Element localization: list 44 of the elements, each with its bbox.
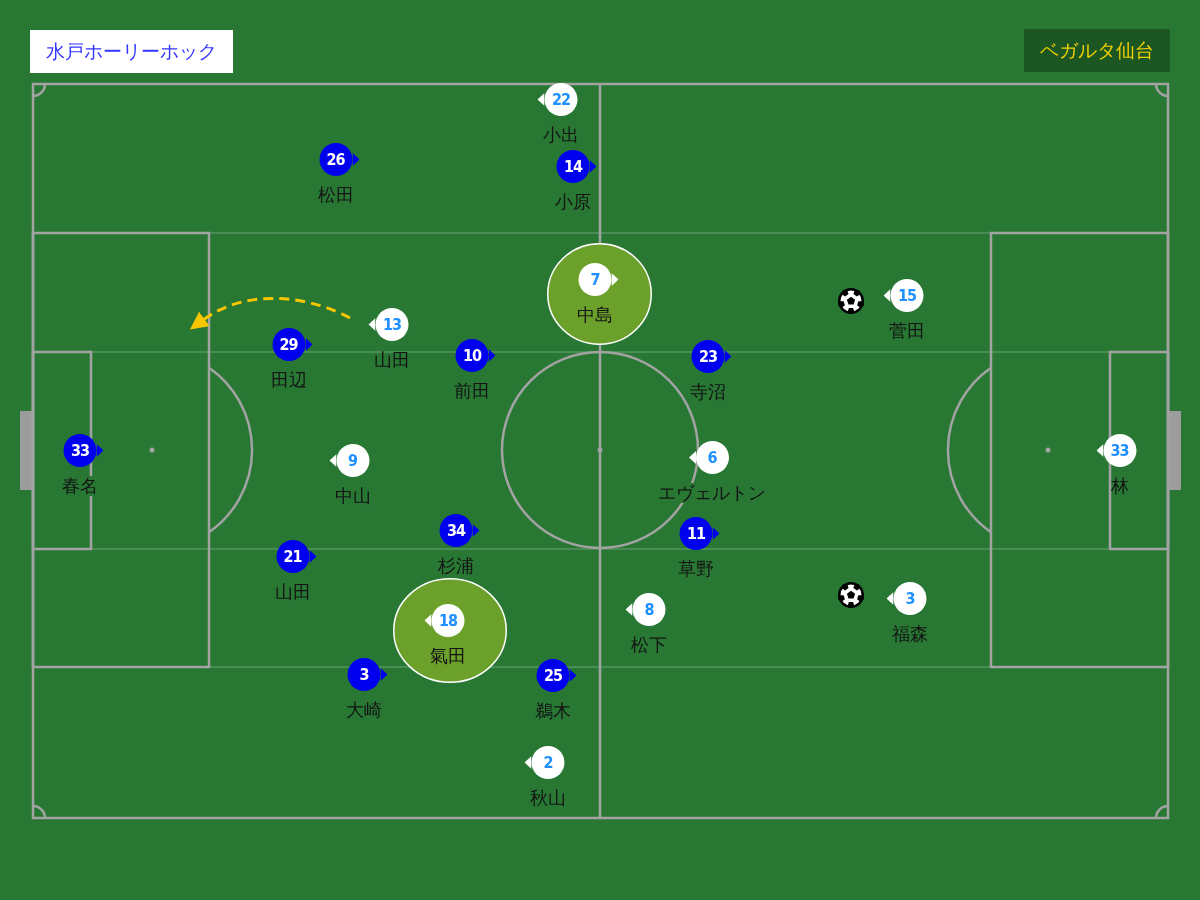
player-name: 大崎 [346, 699, 382, 720]
jersey-number: 29 [272, 327, 305, 361]
jersey-number: 10 [455, 339, 489, 372]
jersey-number: 9 [336, 443, 369, 477]
player-name: 氣田 [430, 646, 466, 666]
player-name: 松下 [631, 634, 667, 655]
jersey-number: 34 [439, 513, 473, 547]
player-name: 林 [1110, 475, 1129, 496]
jersey-number: 33 [1103, 433, 1136, 467]
jersey-number: 11 [679, 516, 713, 550]
jersey-number: 23 [691, 339, 725, 373]
team-label: ベガルタ仙台 [1024, 29, 1170, 72]
jersey-number: 14 [556, 150, 590, 183]
player-name: 山田 [374, 349, 410, 370]
player-name: 草野 [678, 558, 714, 579]
player-name: 山田 [274, 581, 311, 602]
jersey-number: 26 [319, 143, 352, 176]
jersey-number: 21 [276, 539, 309, 573]
jersey-number: 8 [632, 592, 666, 626]
jersey-number: 22 [544, 82, 578, 116]
player-name: 杉浦 [438, 555, 474, 576]
jersey-number: 6 [695, 440, 729, 474]
player-name: エヴェルトン [657, 482, 767, 503]
jersey-number: 25 [536, 658, 570, 692]
player-name: 前田 [454, 381, 490, 401]
player-name: 田辺 [270, 369, 307, 390]
player-name: 春名 [61, 475, 99, 496]
jersey-number: 33 [63, 433, 97, 467]
jersey-number: 3 [347, 657, 381, 691]
player-name: 秋山 [530, 788, 566, 808]
jersey-number: 15 [890, 278, 924, 312]
player-name: 松田 [317, 185, 354, 205]
player-name: 寺沼 [690, 381, 726, 402]
team-label: 水戸ホーリーホック [30, 30, 233, 73]
player-name: 鵜木 [535, 700, 571, 721]
player-name: 菅田 [889, 320, 925, 341]
player-name: 福森 [892, 623, 928, 644]
jersey-number: 13 [375, 307, 409, 341]
player-name: 中島 [577, 304, 613, 325]
jersey-number: 2 [531, 746, 565, 779]
jersey-number: 3 [893, 581, 927, 615]
player-name: 中山 [334, 485, 371, 506]
player-name: 小出 [543, 124, 579, 145]
player-name: 小原 [555, 192, 591, 212]
